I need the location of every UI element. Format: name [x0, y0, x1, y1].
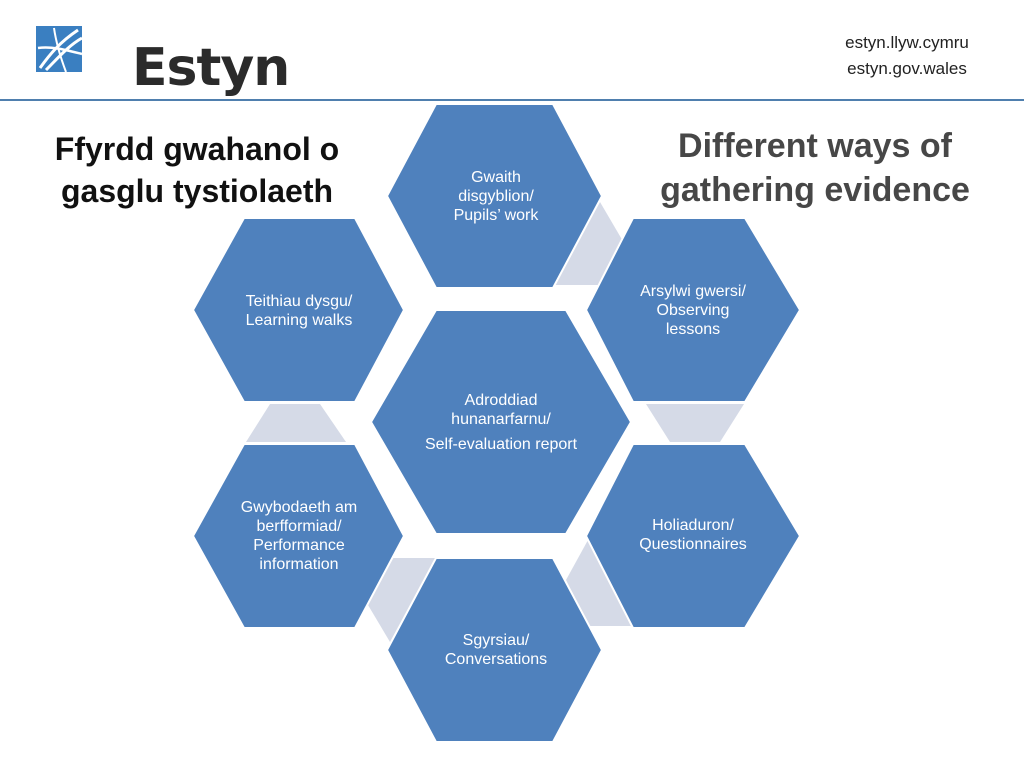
english-url[interactable]: estyn.gov.wales: [847, 59, 967, 78]
hexagon-upper-left: [191, 217, 406, 403]
connector-upper-right-lower-right: [646, 404, 744, 442]
hexagon-top: [385, 103, 604, 289]
hexagon-lower-right: [584, 443, 802, 629]
hexagon-center: [369, 309, 633, 535]
hex-label-upper-right: Arsylwi gwersi/ Observing lessons: [640, 283, 746, 338]
hex-label-bottom: Sgyrsiau/ Conversations: [444, 632, 548, 668]
hex-label-lower-left: Gwybodaeth am berfformiad/ Performance i…: [240, 499, 358, 573]
estyn-logo-icon: [36, 26, 83, 73]
welsh-title: Ffyrdd gwahanol o gasglu tystiolaeth: [54, 131, 340, 209]
hex-label-top: Gwaith disgyblion/ Pupils’ work: [453, 169, 539, 224]
hexagon-upper-right: [584, 217, 802, 403]
english-title: Different ways of gathering evidence: [660, 127, 970, 209]
welsh-url[interactable]: estyn.llyw.cymru: [845, 33, 969, 52]
estyn-logo: Estyn: [36, 24, 290, 98]
logo-wordmark: Estyn: [132, 38, 290, 98]
connector-lower-right-bottom: [566, 540, 636, 626]
connector-bottom-lower-left: [365, 558, 436, 642]
connector-lower-left-upper-left: [246, 404, 346, 442]
website-urls: estyn.llyw.cymru estyn.gov.wales: [812, 30, 1002, 82]
hex-label-center: Adroddiad hunanarfarnu/ Self-evaluation …: [424, 392, 578, 453]
hexagon-lower-left: [191, 443, 406, 629]
header-divider: [0, 99, 1024, 101]
hex-label-lower-right: Holiaduron/ Questionnaires: [639, 517, 747, 553]
hex-label-upper-left: Teithiau dysgu/ Learning walks: [245, 293, 353, 329]
hexagon-bottom: [385, 557, 604, 743]
connector-top-upper-right: [553, 202, 624, 285]
